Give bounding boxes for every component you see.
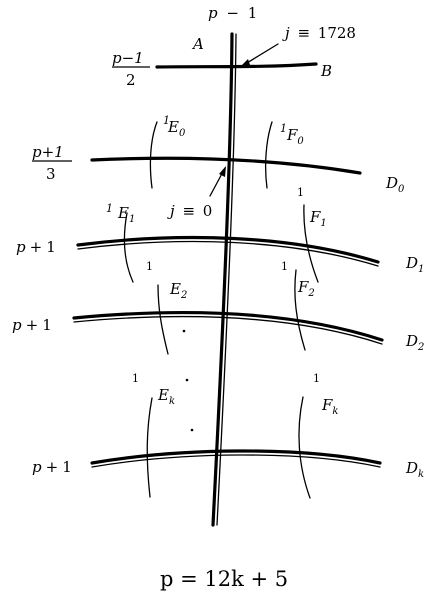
curve-D0: [90, 156, 362, 175]
curve-D2: [72, 310, 384, 345]
label-A: A: [191, 35, 204, 53]
label-Ek: Ek: [157, 386, 175, 407]
label-D2: D2: [405, 332, 424, 353]
label-E2-one: 1: [146, 260, 153, 273]
curve-Fk: [298, 396, 311, 499]
label-D0: D0: [385, 174, 405, 195]
label-F2-one: 1: [281, 260, 288, 273]
label-F2: F2: [297, 278, 315, 299]
label-E2: E2: [169, 280, 187, 301]
curve-E1: [123, 212, 134, 283]
curve-E0: [149, 121, 158, 189]
top-label: p − 1: [208, 4, 257, 22]
label-Ek-one: 1: [132, 372, 139, 385]
label-F1-name: F1: [309, 208, 327, 229]
label-F0: 1F0: [280, 122, 304, 147]
svg-text:p−1: p−1: [112, 49, 144, 67]
label-j-1728: j ≡ 1728: [282, 24, 356, 42]
label-j-0: j ≡ 0: [167, 202, 212, 220]
curve-D1: [76, 235, 380, 267]
svg-text:3: 3: [46, 165, 56, 183]
ellipsis-dots: [182, 329, 194, 432]
label-D1: D1: [405, 254, 424, 275]
curve-Ek: [146, 397, 153, 498]
caption: p = 12k + 5: [160, 567, 288, 591]
arrow-j-1728: [240, 43, 279, 67]
arrow-j-0: [209, 166, 226, 197]
curve-F2: [294, 269, 306, 351]
label-Fk-one: 1: [313, 372, 320, 385]
curve-F1: [303, 204, 319, 283]
label-B: B: [320, 62, 332, 80]
mult-row-k: p+1: [32, 458, 72, 476]
mult-row-1: p+1: [16, 238, 56, 256]
svg-text:2: 2: [126, 71, 136, 89]
svg-text:p+1: p+1: [32, 143, 64, 161]
curve-E2: [157, 284, 169, 355]
curve-F0: [264, 121, 273, 189]
fraction-p-minus-1-over-2: p−1 2: [112, 49, 150, 89]
label-Dk: Dk: [405, 459, 424, 480]
mult-row-2: p+1: [12, 316, 52, 334]
curve-B: [155, 62, 318, 69]
label-F1: 1: [297, 186, 304, 199]
fraction-p-plus-1-over-3: p+1 3: [32, 143, 72, 183]
curve-Dk: [90, 449, 382, 468]
label-Fk: Fk: [321, 396, 338, 417]
label-E0: 1E0: [163, 114, 186, 139]
